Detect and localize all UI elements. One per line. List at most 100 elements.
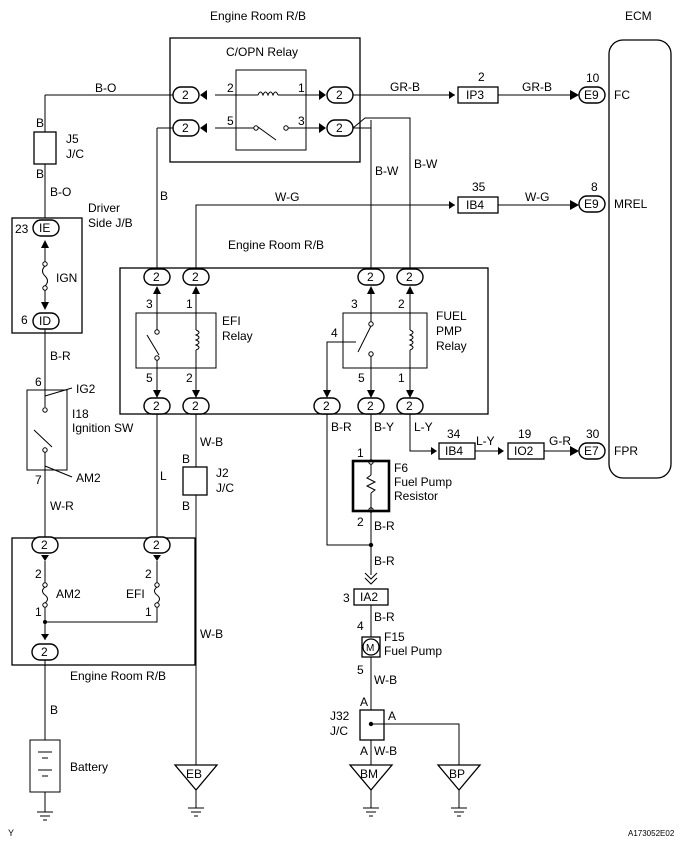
ecm-fc-terminal: FC: [614, 88, 630, 102]
wire-b-w-2: B-W: [414, 157, 438, 171]
wire-l-y-2: L-Y: [476, 434, 495, 448]
efi-fuse-terminal: 2: [143, 536, 171, 554]
efi-pin-2: 2: [186, 371, 193, 385]
battery-symbol-box: [29, 739, 61, 793]
fp-pin-1: 1: [398, 371, 405, 385]
ib4-fpr-pin: 34: [447, 427, 461, 441]
eb-ground-label: EB: [186, 767, 202, 781]
wire-b-j5-top: B: [36, 116, 44, 130]
fp-relay-terminal-bottom-mid: 2: [357, 397, 385, 415]
driver-jb-label-1: Driver: [88, 201, 120, 215]
driver-jb-label-2: Side J/B: [88, 216, 133, 230]
wire-b-r-junction: B-R: [374, 554, 395, 568]
wire-b-j2-bot: B: [182, 499, 190, 513]
ign-fuse-label: IGN: [56, 271, 77, 285]
bp-ground-label: BP: [449, 767, 465, 781]
f6-pin-1: 1: [357, 446, 364, 460]
id-connector: ID: [32, 312, 60, 330]
ecm-label: ECM: [625, 9, 652, 23]
f15-pin-5: 5: [357, 663, 364, 677]
ecm-mrel-terminal: MREL: [614, 197, 648, 211]
efi-relay-label-1: EFI: [222, 314, 241, 328]
fp-relay-terminal-top-left: 2: [357, 268, 385, 286]
j2-junction: [182, 466, 208, 496]
i18-label: I18: [72, 407, 89, 421]
copn-pin-1: 1: [298, 81, 305, 95]
j32-label: J32: [330, 709, 350, 723]
ecm-e9-mrel-connector: E9: [578, 195, 606, 213]
ign-fuse-symbol: [42, 265, 48, 287]
svg-text:2: 2: [367, 399, 374, 413]
copn-terminal-left-upper: 2: [172, 86, 200, 104]
motor-m-label: M: [366, 643, 374, 654]
wire-b-y: B-Y: [374, 420, 394, 434]
svg-text:2: 2: [41, 538, 48, 552]
svg-text:2: 2: [153, 538, 160, 552]
engine-room-rb-mid-label: Engine Room R/B: [228, 238, 324, 252]
copn-relay-label: C/OPN Relay: [226, 45, 298, 59]
svg-text:E7: E7: [584, 444, 599, 458]
wire-b-r-ia2: B-R: [374, 610, 395, 624]
bm-ground-label: BM: [360, 767, 378, 781]
fp-relay-terminal-bottom-right: 2: [396, 397, 424, 415]
copn-relay-body: [235, 69, 307, 151]
copn-coil-symbol: [257, 91, 279, 97]
io2-pin: 19: [518, 427, 532, 441]
am2-fuse-terminal: 2: [31, 536, 59, 554]
fuel-pmp-relay-switch: [357, 325, 372, 353]
ecm-fpr-pin: 30: [586, 427, 600, 441]
svg-text:2: 2: [153, 399, 160, 413]
wire-w-b-efi: W-B: [200, 435, 223, 449]
copn-terminal-right-upper: 2: [326, 86, 354, 104]
fp-pin-2-top: 2: [398, 297, 405, 311]
copn-pin-2: 2: [227, 81, 234, 95]
fuel-pmp-label-3: Relay: [436, 339, 467, 353]
efi-pin-1: 1: [186, 297, 193, 311]
wire-l-y-1: L-Y: [414, 420, 433, 434]
svg-text:2: 2: [367, 270, 374, 284]
svg-text:2: 2: [336, 121, 343, 135]
wire-w-r: W-R: [50, 499, 74, 513]
ia2-pin: 3: [343, 591, 350, 605]
wire-gr-b-2: GR-B: [522, 80, 552, 94]
ignition-switch-box: [26, 389, 68, 471]
engine-room-rb-top-label: Engine Room R/B: [210, 9, 306, 23]
am2-pin-2: 2: [35, 567, 42, 581]
engine-room-rb-top-box: [169, 37, 361, 163]
copn-pin-3: 3: [298, 114, 305, 128]
sw-pin-6: 6: [35, 375, 42, 389]
fp-pin-4: 4: [331, 326, 338, 340]
am2-switch-label: AM2: [76, 471, 101, 485]
ignition-switch-blade: [33, 429, 53, 448]
svg-text:2: 2: [406, 399, 413, 413]
sw-pin-7: 7: [35, 473, 42, 487]
efi-relay-label-2: Relay: [222, 329, 253, 343]
ecm-box: [608, 39, 672, 479]
footer-left-code: Y: [8, 828, 14, 838]
efi-relay-terminal-bottom-left: 2: [143, 397, 171, 415]
svg-text:E9: E9: [584, 197, 599, 211]
wire-w-g-1: W-G: [275, 190, 299, 204]
ecm-fc-pin: 10: [586, 71, 600, 85]
ecm-e9-fc-connector: E9: [578, 86, 606, 104]
wire-w-b-j32: W-B: [374, 744, 397, 758]
svg-text:2: 2: [192, 270, 199, 284]
wire-g-r: G-R: [549, 434, 571, 448]
j2-label: J2: [216, 466, 229, 480]
efi-relay-terminal-top-left: 2: [143, 268, 171, 286]
svg-text:IP3: IP3: [466, 88, 484, 102]
j32-junction: [359, 709, 385, 741]
wire-w-b-f15: W-B: [374, 673, 397, 687]
ip3-pin: 2: [478, 70, 485, 84]
fuel-pmp-label-2: PMP: [436, 324, 462, 338]
f6-resistor-symbol: [365, 474, 377, 494]
efi-relay-coil: [194, 329, 200, 351]
f6-label-1: Fuel Pump: [394, 475, 452, 489]
svg-text:2: 2: [153, 270, 160, 284]
j5-junction: [33, 131, 57, 165]
wire-gr-b-1: GR-B: [390, 80, 420, 94]
svg-text:2: 2: [182, 88, 189, 102]
battery-label: Battery: [70, 760, 108, 774]
engine-room-rb-bottom-label: Engine Room R/B: [70, 669, 166, 683]
engine-room-rb-bottom-box: [11, 537, 196, 666]
